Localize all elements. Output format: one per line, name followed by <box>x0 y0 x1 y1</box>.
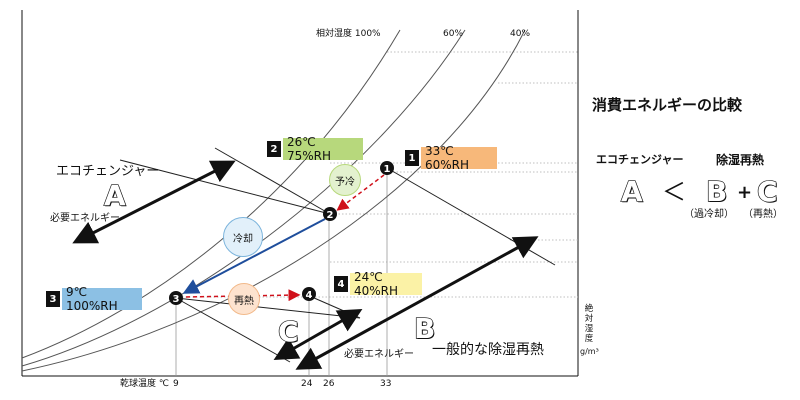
comparison-plus: + <box>737 182 753 203</box>
x-tick-24: 24 <box>301 379 313 389</box>
energy-letter-a: A <box>103 179 126 212</box>
energy-arrow-c <box>273 309 363 360</box>
state-point-1: 1 <box>380 161 394 175</box>
comparison-reheat-heading: 除湿再熱 <box>716 153 765 167</box>
reheat-bubble: 再熱 <box>228 283 260 315</box>
svg-text:3: 3 <box>173 294 180 305</box>
comparison-eco-heading: エコチェンジャー <box>596 153 684 166</box>
svg-text:2: 2 <box>327 210 334 221</box>
rh-100-label: 相対湿度 100% <box>316 29 381 39</box>
rh-curve-40 <box>21 29 526 372</box>
energy-letter-b: B <box>413 312 436 345</box>
xaxis-label: 乾球温度 ℃ <box>120 379 169 389</box>
svg-text:4: 4 <box>306 290 313 301</box>
comparison-b-note: （過冷却） <box>684 209 734 220</box>
point-1-label: 1 33℃ 60%RH <box>405 144 497 172</box>
svg-text:1: 1 <box>384 164 391 175</box>
rh-curve-60 <box>21 29 466 367</box>
point-2-number: 2 <box>267 141 281 157</box>
x-tick-9: 9 <box>173 379 179 389</box>
x-tick-33: 33 <box>380 379 392 389</box>
rh-60-label: 60% <box>443 29 464 39</box>
yaxis-label: 絶対湿度 <box>584 304 594 344</box>
precool-bubble: 予冷 <box>329 164 361 196</box>
rh-curves <box>21 29 526 372</box>
required-energy-a: 必要エネルギー <box>50 213 120 224</box>
point-3-label: 3 9℃ 100%RH <box>46 285 142 313</box>
comparison-less-than: ＜ <box>662 178 686 206</box>
point-4-label: 4 24℃ 40%RH <box>334 270 422 298</box>
reheat-path <box>185 289 301 302</box>
point-3-number: 3 <box>46 291 60 307</box>
point-1-text: 33℃ 60%RH <box>425 144 470 172</box>
energy-letter-c: C <box>277 315 299 348</box>
energy-arrow-a <box>72 160 236 244</box>
comparison-c-note: （再熱） <box>743 209 783 220</box>
cooling-bubble: 冷却 <box>223 217 263 257</box>
precool-path <box>336 174 385 211</box>
point-2-label: 2 26℃ 75%RH <box>267 135 363 163</box>
comparison-title: 消費エネルギーの比較 <box>592 96 743 114</box>
eco-changer-label: エコチェンジャー <box>56 164 160 179</box>
point-4-number: 4 <box>334 276 348 292</box>
general-reheat-label: 一般的な除湿再熱 <box>432 342 544 358</box>
yaxis-unit: g/m³ <box>580 347 599 356</box>
comparison-b: B <box>705 175 728 208</box>
rh-40-label: 40% <box>510 29 531 39</box>
state-point-4: 4 <box>302 287 316 301</box>
point-4-text: 24℃ 40%RH <box>354 270 399 298</box>
state-point-3: 3 <box>169 291 183 305</box>
state-point-2: 2 <box>323 207 337 221</box>
cooling-path <box>182 218 326 294</box>
point-2-text: 26℃ 75%RH <box>287 135 332 163</box>
comparison-a: A <box>620 175 643 208</box>
x-tick-26: 26 <box>323 379 335 389</box>
point-3-text: 9℃ 100%RH <box>66 285 118 313</box>
point-1-number: 1 <box>405 150 419 166</box>
required-energy-c: 必要エネルギー <box>344 349 414 360</box>
comparison-c: C <box>756 175 778 208</box>
